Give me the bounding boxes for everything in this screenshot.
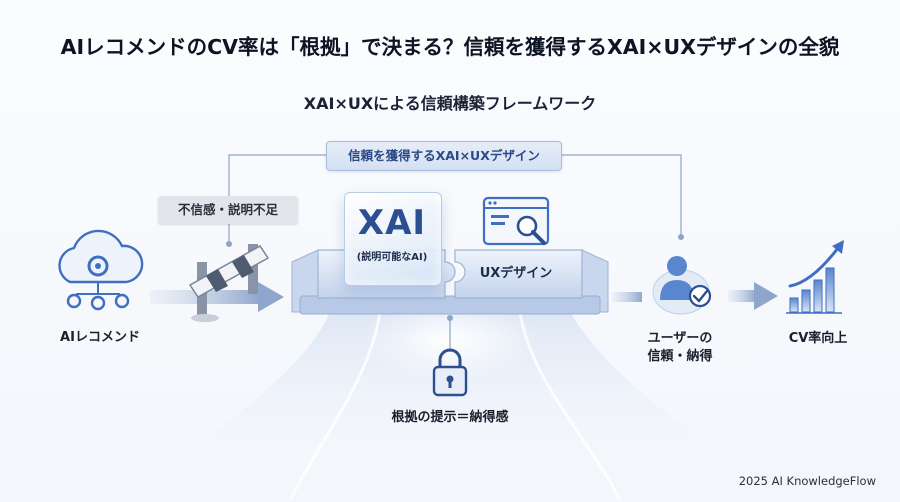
road <box>120 312 790 500</box>
magnifier-window-icon <box>482 196 550 246</box>
cv-up-label: CV率向上 <box>788 331 848 346</box>
cloud-gear-icon <box>58 229 144 311</box>
xai-cube <box>344 192 442 286</box>
footer-credit: 2025 AI KnowledgeFlow <box>738 474 876 488</box>
basis-label: 根拠の提示＝納得感 <box>391 410 509 425</box>
user-check-icon <box>652 256 712 315</box>
barrier-icon <box>188 244 270 322</box>
user-trust-line2: 信頼・納得 <box>647 349 713 364</box>
distrust-label: 不信感・説明不足 <box>158 196 298 224</box>
user-trust-line1: ユーザーの <box>647 331 713 346</box>
bar-chart-up-icon <box>786 240 844 314</box>
framework-subtitle: XAI×UXによる信頼構築フレームワーク <box>303 94 597 113</box>
lock-icon <box>432 348 468 397</box>
arrow-user-cv <box>728 290 756 302</box>
page-title: AIレコメンドのCV率は「根拠」で決まる？信頼を獲得するXAI×UXデザインの全… <box>60 35 840 59</box>
connector-right <box>560 154 682 237</box>
xai-title: XAI <box>357 203 427 243</box>
ai-recommend-label: AIレコメンド <box>60 330 140 345</box>
xai-subtitle: (説明可能なAI) <box>356 252 428 263</box>
xai-ux-banner: 信頼を獲得するXAI×UXデザイン <box>326 141 562 171</box>
ux-puzzle-piece <box>454 249 583 299</box>
ux-design-label: UXデザイン <box>479 266 553 281</box>
bridge <box>291 249 609 315</box>
